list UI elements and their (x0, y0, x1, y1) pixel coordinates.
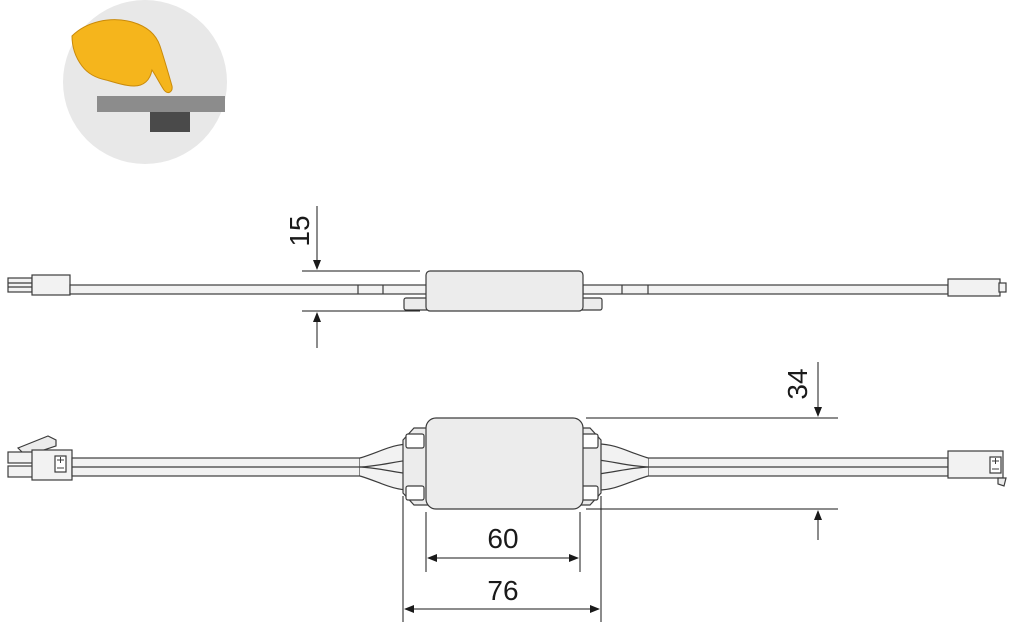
top-left-connector (7, 435, 73, 481)
top-module-body (425, 417, 584, 510)
touch-mount-icon (63, 0, 227, 164)
side-left-cable (69, 284, 428, 295)
mounting-board (97, 96, 225, 112)
side-right-connector (947, 278, 1001, 297)
hand-icon (71, 19, 173, 94)
sensor-block (150, 112, 190, 132)
overall-length-dimension (402, 496, 602, 622)
height-dimension-label: 15 (284, 215, 315, 246)
body-length-dimension-label: 60 (487, 523, 518, 554)
height-dimension (302, 206, 420, 348)
body-length-dimension (425, 512, 581, 572)
width-dimension-label: 34 (782, 368, 813, 399)
overall-length-dimension-label: 76 (487, 575, 518, 606)
top-right-connector (947, 450, 1007, 487)
side-module-body (425, 270, 584, 312)
side-left-pins (7, 277, 33, 293)
top-view (7, 417, 1007, 510)
side-right-cable (582, 284, 949, 295)
side-left-connector (31, 274, 71, 296)
side-view (7, 270, 1007, 312)
width-dimension (586, 362, 838, 540)
